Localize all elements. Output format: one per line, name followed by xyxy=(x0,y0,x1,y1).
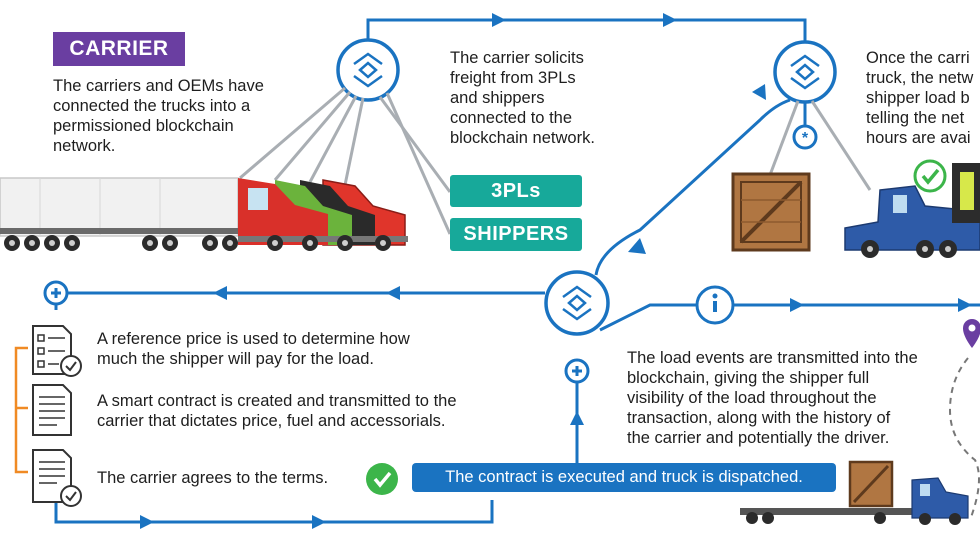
network-links xyxy=(239,86,872,235)
flatbed-truck-illustration xyxy=(740,460,969,525)
threepl-badge: 3PLs xyxy=(450,175,582,207)
agreed-check-icon xyxy=(366,463,398,495)
document-bracket xyxy=(14,346,28,474)
carrier-badge: CARRIER xyxy=(53,32,185,66)
blockchain-hub-icon-right xyxy=(773,40,837,104)
truck-fleet-illustration xyxy=(0,177,408,251)
agrees-text: The carrier agrees to the terms. xyxy=(97,469,329,487)
shippers-badge: SHIPPERS xyxy=(450,218,582,251)
svg-text:*: * xyxy=(802,130,809,147)
asterisk-node-icon: * xyxy=(792,124,818,150)
flow-arrows xyxy=(140,13,972,529)
plus-node-icon-center xyxy=(564,358,590,384)
load-events-text: The load events are transmitted into the… xyxy=(627,349,918,447)
solicit-description: The carrier solicits freight from 3PLs a… xyxy=(450,49,595,147)
route-pin-icon xyxy=(963,319,980,348)
reference-price-document-icon xyxy=(32,325,82,377)
blockchain-hub-icon-top xyxy=(336,38,400,102)
smart-contract-document-icon xyxy=(32,384,72,436)
approved-check-icon xyxy=(913,159,947,193)
crate-illustration xyxy=(731,172,811,252)
blockchain-hub-icon-center xyxy=(544,270,610,336)
route-path xyxy=(948,357,980,521)
reference-price-text: A reference price is used to determine h… xyxy=(97,330,410,368)
info-node-icon xyxy=(695,285,735,325)
contract-executed-banner: The contract is executed and truck is di… xyxy=(412,463,836,492)
network-notice-text: Once the carri truck, the netw shipper l… xyxy=(866,49,974,147)
terms-document-icon xyxy=(32,449,82,507)
carrier-description: The carriers and OEMs have connected the… xyxy=(53,77,264,155)
plus-node-icon-left xyxy=(43,280,69,306)
smart-contract-text: A smart contract is created and transmit… xyxy=(97,392,457,430)
blue-truck-illustration xyxy=(844,163,980,258)
